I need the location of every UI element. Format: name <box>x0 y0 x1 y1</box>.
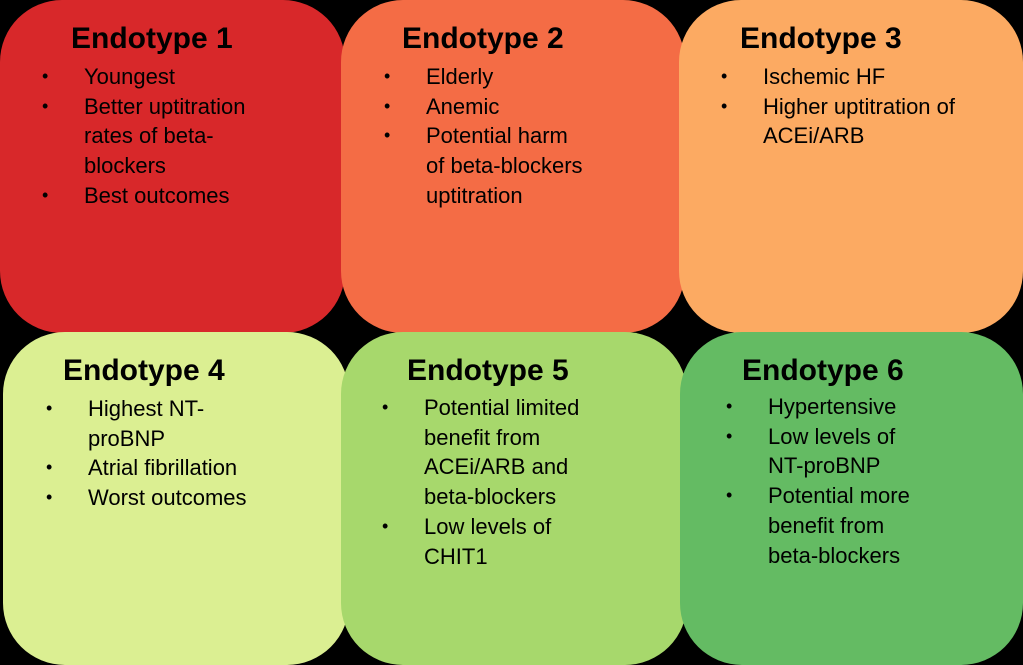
bullet-icon <box>382 393 394 423</box>
list-item: Low levels of CHIT1 <box>382 512 680 571</box>
endotype-4-card: Endotype 4 Highest NT- proBNP Atrial fib… <box>3 332 349 665</box>
list-item-text: Hypertensive <box>768 394 897 419</box>
endotype-5-card: Endotype 5 Potential limited benefit fro… <box>341 332 687 665</box>
endotype-3-title: Endotype 3 <box>740 22 902 55</box>
list-item-text: Potential limited benefit from ACEi/ARB … <box>424 395 580 510</box>
bullet-icon <box>42 92 54 122</box>
list-item: Youngest <box>42 62 337 92</box>
list-item-text: Anemic <box>426 93 500 119</box>
list-item-text: Best outcomes <box>84 182 230 208</box>
bullet-icon <box>726 392 738 422</box>
endotype-6-card: Endotype 6 Hypertensive Low levels of NT… <box>680 332 1023 665</box>
bullet-icon <box>721 92 733 122</box>
list-item: Highest NT- proBNP <box>46 394 341 453</box>
list-item-text: Ischemic HF <box>763 64 886 89</box>
bullet-icon <box>721 62 733 92</box>
list-item-text: Elderly <box>426 64 494 89</box>
endotype-3-list: Ischemic HF Higher uptitration of ACEi/A… <box>721 62 1019 151</box>
list-item: Worst outcomes <box>46 483 341 513</box>
endotype-2-list: Elderly Anemic Potential harm of beta-bl… <box>384 62 679 211</box>
list-item: Potential harm of beta-blockers uptitrat… <box>384 121 679 210</box>
list-item: Atrial fibrillation <box>46 453 341 483</box>
endotype-2-title: Endotype 2 <box>402 22 564 55</box>
bullet-icon <box>384 121 396 151</box>
endotype-6-list: Hypertensive Low levels of NT-proBNP Pot… <box>726 392 1016 570</box>
list-item-text: Atrial fibrillation <box>88 455 238 481</box>
bullet-icon <box>46 453 58 483</box>
bullet-icon <box>384 62 396 92</box>
bullet-icon <box>726 481 738 511</box>
list-item: Hypertensive <box>726 392 1016 422</box>
endotype-3-card: Endotype 3 Ischemic HF Higher uptitratio… <box>679 0 1023 333</box>
bullet-icon <box>42 62 54 92</box>
list-item-text: Low levels of NT-proBNP <box>768 423 896 479</box>
endotype-6-title: Endotype 6 <box>742 354 904 387</box>
list-item: Ischemic HF <box>721 62 1019 92</box>
list-item-text: Potential harm of beta-blockers uptitrat… <box>426 123 583 208</box>
bullet-icon <box>726 422 738 452</box>
list-item-text: Potential more benefit from beta-blocker… <box>768 483 910 568</box>
endotype-4-title: Endotype 4 <box>63 354 225 387</box>
list-item: Potential more benefit from beta-blocker… <box>726 481 1016 570</box>
list-item: Anemic <box>384 92 679 122</box>
list-item: Elderly <box>384 62 679 92</box>
bullet-icon <box>382 512 394 542</box>
endotype-1-card: Endotype 1 Youngest Better uptitration r… <box>0 0 345 333</box>
list-item: Best outcomes <box>42 181 337 211</box>
endotype-1-title: Endotype 1 <box>71 22 233 55</box>
bullet-icon <box>42 181 54 211</box>
bullet-icon <box>46 394 58 424</box>
endotype-4-list: Highest NT- proBNP Atrial fibrillation W… <box>46 394 341 513</box>
list-item: Higher uptitration of ACEi/ARB <box>721 92 1019 151</box>
list-item: Better uptitration rates of beta- blocke… <box>42 92 337 181</box>
list-item-text: Low levels of CHIT1 <box>424 513 552 569</box>
bullet-icon <box>46 483 58 513</box>
bullet-icon <box>384 92 396 122</box>
list-item-text: Higher uptitration of ACEi/ARB <box>763 93 955 149</box>
list-item: Potential limited benefit from ACEi/ARB … <box>382 393 680 512</box>
list-item-text: Youngest <box>84 64 175 89</box>
list-item-text: Highest NT- proBNP <box>88 396 205 451</box>
list-item: Low levels of NT-proBNP <box>726 422 1016 481</box>
endotype-2-card: Endotype 2 Elderly Anemic Potential harm… <box>341 0 685 333</box>
endotype-1-list: Youngest Better uptitration rates of bet… <box>42 62 337 211</box>
list-item-text: Better uptitration rates of beta- blocke… <box>84 93 246 179</box>
list-item-text: Worst outcomes <box>88 485 247 511</box>
endotype-5-title: Endotype 5 <box>407 354 569 387</box>
endotype-5-list: Potential limited benefit from ACEi/ARB … <box>382 393 680 571</box>
